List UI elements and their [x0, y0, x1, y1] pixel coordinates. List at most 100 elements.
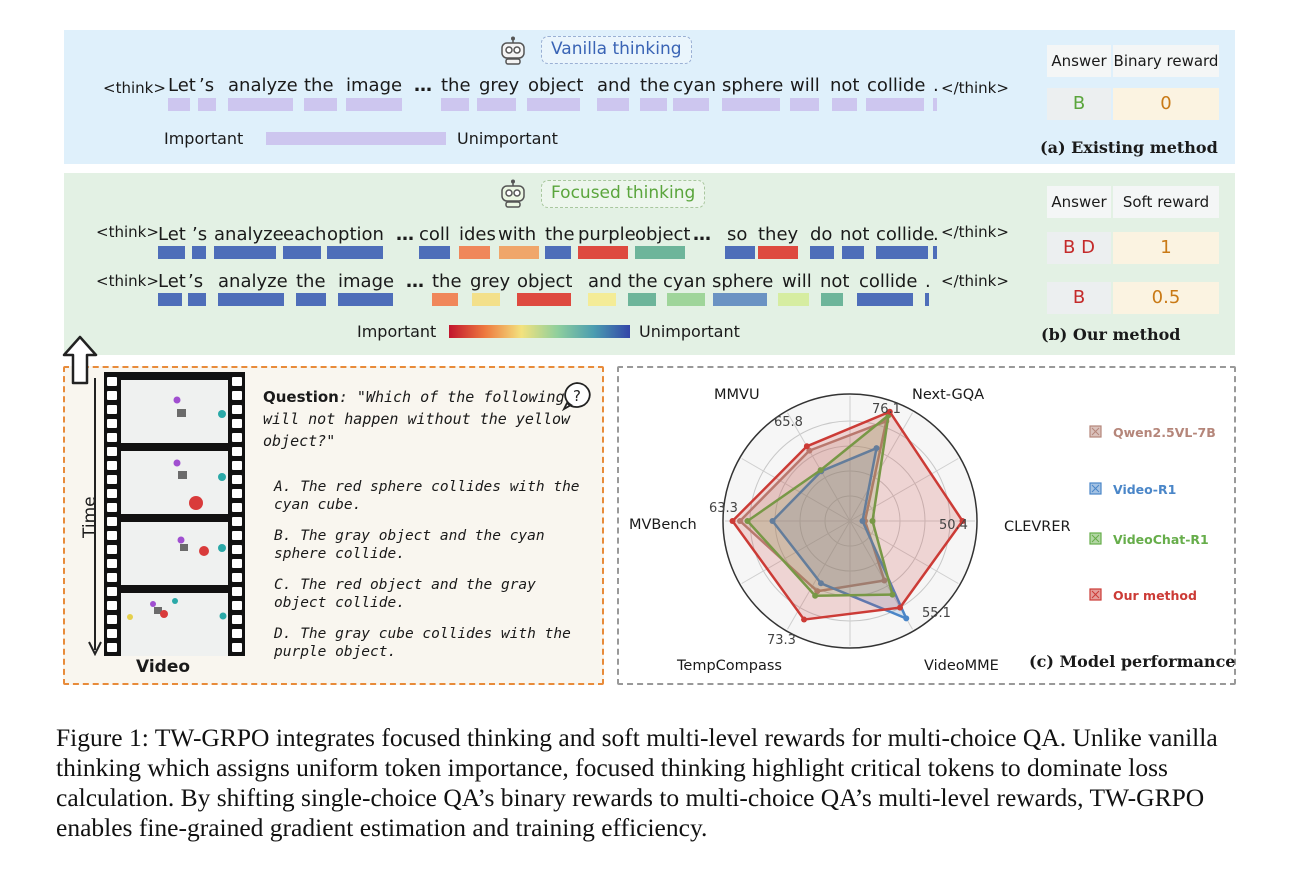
- token-word: object: [528, 75, 584, 96]
- token-importance-bar: [283, 246, 321, 259]
- film-sprocket-hole: [232, 629, 242, 638]
- film-sprocket-hole: [232, 587, 242, 596]
- robot-icon: [501, 36, 525, 65]
- token-importance-bar: [876, 246, 928, 259]
- token-word: with: [498, 224, 537, 245]
- token-word: so: [727, 224, 748, 245]
- question-text: Question: "Which of the following will n…: [263, 386, 573, 452]
- token-importance-bar: [758, 246, 798, 259]
- scene-image: [121, 380, 228, 443]
- token-word: sphere: [712, 271, 774, 292]
- token-importance-bar: [338, 293, 393, 306]
- question-circle-icon: ?: [561, 382, 591, 411]
- axis-label: MVBench: [629, 517, 697, 533]
- token-importance-bar: [168, 98, 190, 111]
- video-frame-4: [121, 593, 228, 656]
- token-importance-bar: [441, 98, 469, 111]
- token-importance-bar: [832, 98, 857, 111]
- axis-value-label: 55.1: [922, 606, 951, 621]
- token-word: not: [820, 271, 850, 292]
- token-importance-bar: [198, 98, 216, 111]
- film-sprocket-hole: [107, 545, 117, 554]
- token-importance-bar: [597, 98, 629, 111]
- film-sprocket-hole: [232, 405, 242, 414]
- film-sprocket-hole: [107, 573, 117, 582]
- legend-swatch-mark: [1091, 534, 1100, 543]
- ellipsis-token: …: [396, 224, 414, 245]
- binary-reward-header: Binary reward: [1113, 45, 1219, 77]
- video-frame-1: [121, 380, 228, 443]
- token-word: they: [758, 224, 799, 245]
- film-sprocket-hole: [107, 447, 117, 456]
- axis-value-label: 76.1: [872, 402, 901, 417]
- token-importance-bar: [635, 246, 685, 259]
- up-arrow-icon: [62, 335, 98, 385]
- token-importance-bar: [673, 98, 709, 111]
- token-word: not: [830, 75, 860, 96]
- token-importance-bar: [810, 246, 834, 259]
- token-word: option: [327, 224, 384, 245]
- film-sprocket-hole: [107, 503, 117, 512]
- binary-reward-value: 0: [1113, 88, 1219, 120]
- scene-image: [121, 522, 228, 585]
- film-sprocket-hole: [107, 461, 117, 470]
- legend-entry: Qwen2.5VL-7B: [1113, 425, 1216, 440]
- think-open-tag: <think>: [96, 272, 159, 290]
- axis-value-label: 63.3: [709, 501, 738, 516]
- token-importance-bar: [459, 246, 490, 259]
- time-arrow-icon: [88, 378, 102, 656]
- video-filmstrip: [104, 372, 245, 656]
- video-frame-3: [121, 522, 228, 585]
- series-point: [814, 588, 821, 595]
- film-sprocket-hole: [107, 377, 117, 386]
- token-importance-bar: [857, 293, 913, 306]
- option-d: D. The gray cube collides with the purpl…: [274, 626, 571, 660]
- film-sprocket-hole: [107, 643, 117, 652]
- series-point: [817, 467, 824, 474]
- token-importance-bar: [790, 98, 819, 111]
- token-importance-bar: [628, 293, 656, 306]
- series-point: [812, 592, 819, 599]
- token-word: Let: [158, 224, 186, 245]
- uniform-importance-bar: [266, 132, 446, 145]
- token-word: will: [790, 75, 820, 96]
- token-importance-bar: [296, 293, 326, 306]
- axis-value-label: 65.8: [774, 415, 803, 430]
- token-importance-bar: [346, 98, 402, 111]
- scene-image: [121, 593, 228, 656]
- question-label: Question: [263, 388, 339, 406]
- token-word: analyze: [228, 75, 298, 96]
- legend-entry: Video-R1: [1113, 482, 1176, 497]
- token-word: cyan: [663, 271, 706, 292]
- ellipsis-token: …: [693, 224, 711, 245]
- film-sprocket-hole: [107, 419, 117, 428]
- token-importance-bar: [778, 293, 809, 306]
- token-importance-bar: [158, 293, 182, 306]
- series-point: [959, 518, 966, 524]
- token-word: the: [432, 271, 462, 292]
- token-importance-bar: [933, 98, 937, 111]
- soft-reward-header: Soft reward: [1113, 186, 1219, 218]
- think-open-tag: <think>: [96, 223, 159, 241]
- token-importance-bar: [192, 246, 206, 259]
- token-importance-bar: [228, 98, 293, 111]
- film-sprocket-hole: [232, 503, 242, 512]
- panel-our-method: [64, 173, 1235, 355]
- token-importance-bar: [713, 293, 767, 306]
- think-close-tag: </think>: [941, 79, 1009, 97]
- subcaption-c: (c) Model performance: [1029, 652, 1236, 671]
- series-point: [873, 445, 880, 452]
- series-point: [737, 518, 743, 524]
- legend-important-label: Important: [357, 322, 437, 341]
- token-word: grey: [479, 75, 520, 96]
- axis-label: Next-GQA: [912, 387, 984, 403]
- film-sprocket-hole: [232, 461, 242, 470]
- film-sprocket-hole: [107, 517, 117, 526]
- token-importance-bar: [667, 293, 705, 306]
- option-b: B. The gray object and the cyan sphere c…: [274, 528, 545, 562]
- series-point: [801, 616, 808, 623]
- option-c: C. The red object and the gray object co…: [274, 577, 536, 611]
- series-point: [769, 518, 776, 524]
- token-importance-bar: [722, 98, 780, 111]
- token-importance-bar: [517, 293, 571, 306]
